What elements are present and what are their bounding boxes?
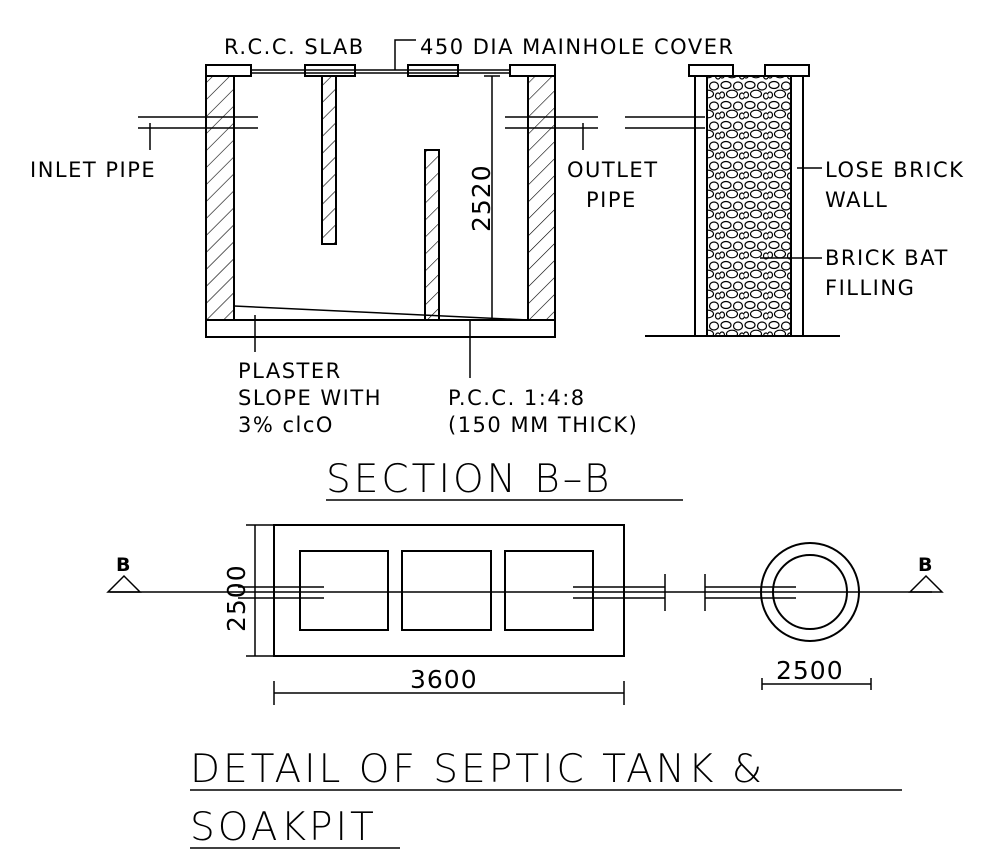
section-title: SECTION B–B [326,457,612,502]
section-mark-left: B [116,554,130,576]
left-wall [205,75,235,321]
outlet-pipe-label-2: PIPE [586,188,637,212]
pcc-label-2: (150 MM THICK) [448,413,638,437]
brick-bat-label-1: BRICK BAT [825,246,949,270]
lose-brick-label-1: LOSE BRICK [825,158,964,182]
detail-title-line2: SOAKPIT [190,805,377,850]
manhole-leader [394,39,416,70]
soakpit-outer [760,542,860,642]
outlet-pipe-label-1: OUTLET [567,158,659,182]
plaster-label-1: PLASTER [238,359,342,383]
brick-bat-filling [706,75,792,337]
rcc-slab-label: R.C.C. SLAB [224,35,365,59]
baffle-wall-1 [321,75,337,245]
detail-title-line1: DETAIL OF SEPTIC TANK & [190,747,765,792]
brick-bat-label-2: FILLING [825,276,915,300]
chamber-1 [299,550,389,631]
slab-block-left [205,64,252,77]
slab-block-right [509,64,556,77]
lose-brick-label-2: WALL [825,188,888,212]
soakpit-section [645,64,840,337]
soakpit-dimension [761,678,872,690]
soakpit-inner [772,554,848,630]
plan-view [106,524,944,705]
height-dimension [484,75,500,321]
length-dimension [273,681,625,705]
soakpit-dia-label: 2500 [776,656,844,685]
inlet-pipe-label: INLET PIPE [30,158,156,182]
tank-length-label: 3600 [410,665,478,694]
soakpit-cap-right [764,64,810,77]
tank-outline [273,524,625,657]
section-marker-left [106,574,142,593]
pcc-label-1: P.C.C. 1:4:8 [448,386,586,410]
section-mark-right: B [918,554,932,576]
width-dimension [246,524,274,657]
chamber-2 [401,550,492,631]
soakpit-cap-left [688,64,734,77]
tank-width-label: 2500 [222,564,251,632]
baffle-wall-2 [424,149,440,321]
tank-height-label: 2520 [467,164,496,232]
pcc-base [205,319,556,338]
plaster-slope [233,305,529,321]
section-marker-right [908,574,944,593]
manhole-cover-label: 450 DIA MAINHOLE COVER [420,35,735,59]
inlet-pipe [138,116,258,129]
chamber-3 [504,550,594,631]
septic-tank-section [138,39,705,378]
right-wall [527,75,556,321]
plaster-label-3: 3% clcO [238,413,334,437]
plaster-label-2: SLOPE WITH [238,386,382,410]
